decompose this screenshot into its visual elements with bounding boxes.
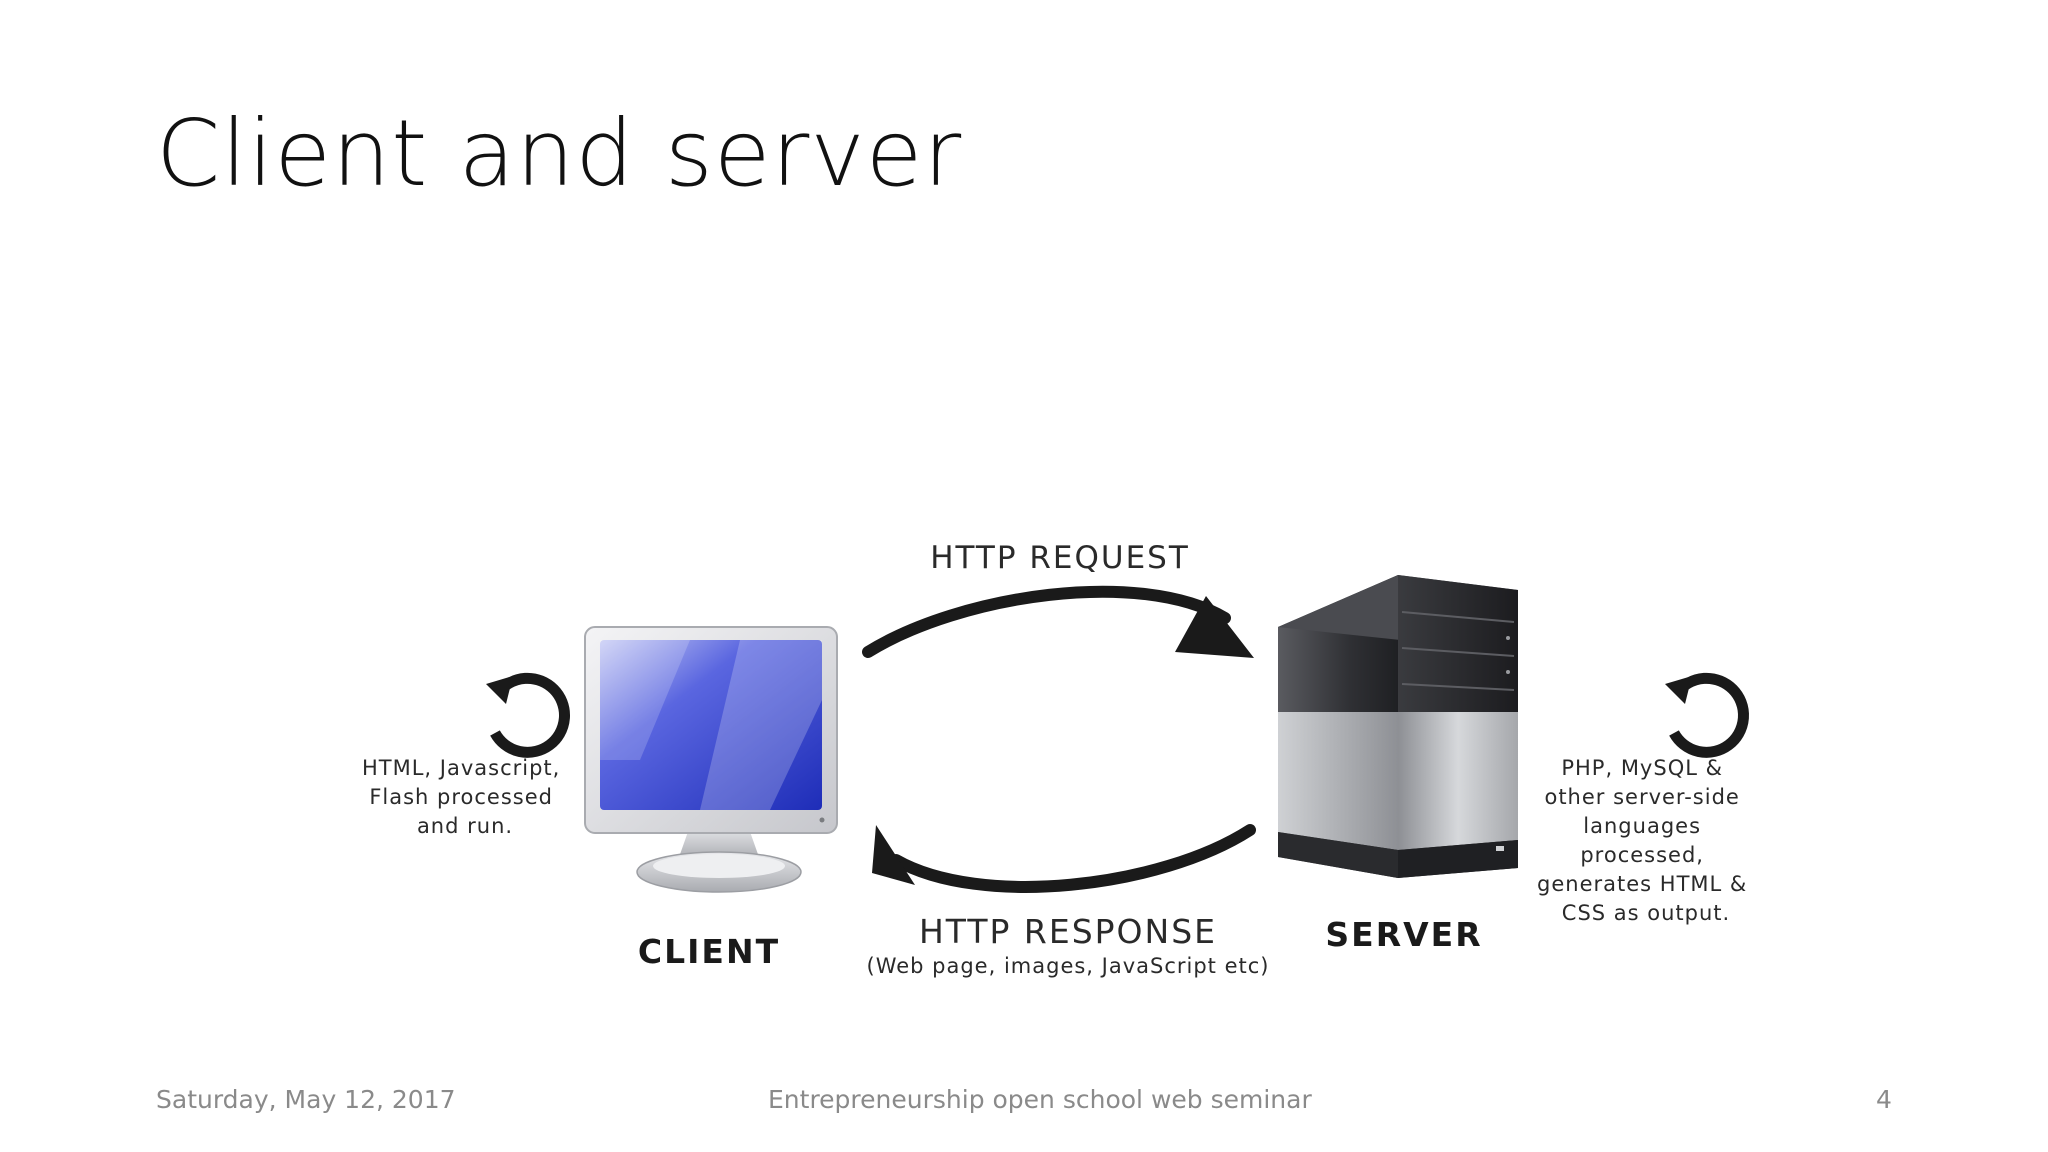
server-note-line: generates HTML & <box>1537 872 1747 896</box>
server-note-line: CSS as output. <box>1562 901 1730 925</box>
page-number: 4 <box>1876 1085 1892 1114</box>
request-arrow-icon <box>862 585 1254 658</box>
client-label: CLIENT <box>638 932 780 971</box>
client-note-line: and run. <box>417 814 513 838</box>
server-note: PHP, MySQL & other server-side languages… <box>1537 756 1755 925</box>
server-note-line: PHP, MySQL & <box>1561 756 1723 780</box>
slide-title: Client and server <box>156 100 963 207</box>
client-note: HTML, Javascript, Flash processed and ru… <box>362 756 568 838</box>
response-arrow-icon <box>872 824 1256 893</box>
client-refresh-icon <box>486 672 570 758</box>
server-note-line: languages <box>1583 814 1701 838</box>
footer-date: Saturday, May 12, 2017 <box>156 1085 456 1114</box>
server-label: SERVER <box>1325 915 1482 954</box>
request-label: HTTP REQUEST <box>930 540 1190 576</box>
client-note-line: Flash processed <box>369 785 553 809</box>
client-note-line: HTML, Javascript, <box>362 756 560 780</box>
response-sublabel: (Web page, images, JavaScript etc) <box>867 954 1270 978</box>
response-label: HTTP RESPONSE <box>919 912 1217 951</box>
footer-title: Entrepreneurship open school web seminar <box>768 1085 1312 1114</box>
server-refresh-icon <box>1665 672 1749 758</box>
server-note-line: processed, <box>1580 843 1704 867</box>
server-note-line: other server-side <box>1544 785 1739 809</box>
monitor-icon <box>584 626 838 893</box>
server-tower-icon <box>1278 575 1518 878</box>
